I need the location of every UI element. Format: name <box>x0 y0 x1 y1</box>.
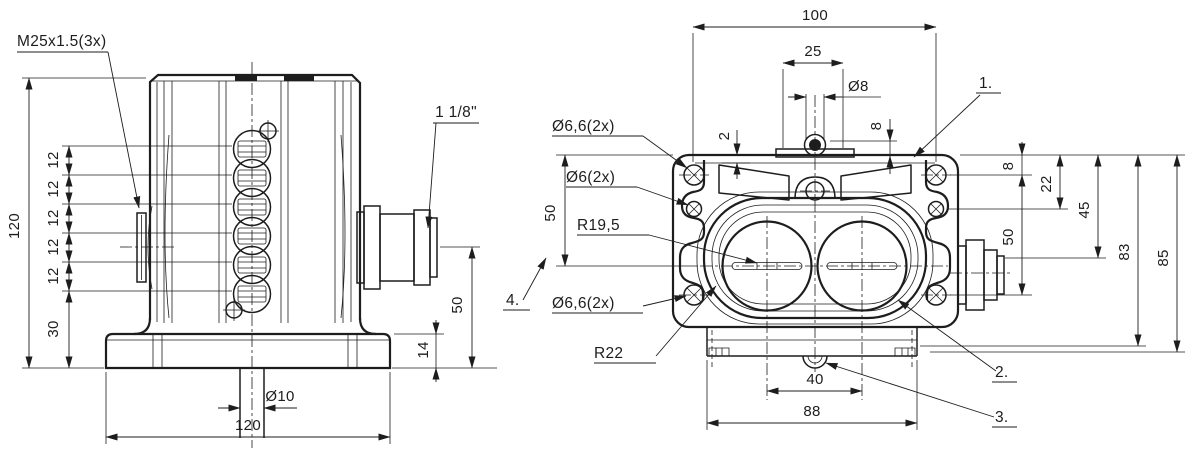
dim-slot-pitch-40: 40 <box>766 371 863 395</box>
shaft-lines <box>240 368 264 438</box>
housing-outline <box>673 155 958 327</box>
eccentric-weight <box>234 189 271 226</box>
dim-text-88: 88 <box>803 403 820 420</box>
dim-text-40: 40 <box>806 371 823 388</box>
dim-stack-right: 8 50 22 45 83 85 <box>920 142 1185 353</box>
top-wings <box>719 165 911 200</box>
side-view: 120 12 12 12 12 12 30 Ø10 <box>6 33 497 448</box>
side-connector <box>958 240 1004 310</box>
top-stud <box>776 94 854 157</box>
note1-text: 1. <box>979 75 993 92</box>
label-side-hole: Ø6(2x) <box>566 169 689 205</box>
dim-stud-pitch-25: 25 <box>782 43 844 148</box>
note4-text: 4. <box>506 292 520 309</box>
top-gasket-mark <box>235 75 257 81</box>
note-flag-3: 3. <box>825 363 1017 427</box>
note-flag-4: 4. <box>503 257 546 310</box>
label-corner-hole-bottom: Ø6,6(2x) <box>552 295 687 313</box>
label-bore-radius: R19,5 <box>577 217 758 264</box>
note-flag-2: 2. <box>897 300 1017 382</box>
screw-mark <box>257 120 279 142</box>
dim-text-85: 85 <box>1155 249 1172 266</box>
label-thread: M25x1.5(3x) <box>17 33 141 209</box>
pipe-connector <box>357 206 437 289</box>
dim-axis-height: 50 <box>440 246 480 369</box>
corner-mounting-holes <box>679 165 951 305</box>
dim-height-left-50: 50 <box>542 154 698 267</box>
dim-text-22: 22 <box>1038 175 1055 192</box>
dim-cover-step-2: 2 <box>716 130 750 179</box>
dim-text-83: 83 <box>1116 243 1133 260</box>
dim-text-12: 12 <box>45 238 62 255</box>
top-gasket-mark <box>284 75 314 81</box>
note3-text: 3. <box>995 409 1009 426</box>
side-hole-text: Ø6(2x) <box>566 169 615 186</box>
bottom-tab <box>895 348 915 356</box>
dim-text-2: 2 <box>716 132 733 141</box>
mounting-hole <box>679 285 709 305</box>
center-boss-arch <box>795 177 835 199</box>
dim-shaft-diameter: Ø10 <box>218 388 297 412</box>
dim-text-50-left: 50 <box>542 204 559 221</box>
dim-text-12: 12 <box>45 267 62 284</box>
corner-hole-top-text: Ø6,6(2x) <box>552 118 615 135</box>
cover-outline-r22 <box>704 198 926 318</box>
dim-text-45: 45 <box>1076 201 1093 218</box>
small-hole <box>687 202 702 217</box>
dim-text-50-right: 50 <box>1000 228 1017 245</box>
label-cover-radius: R22 <box>594 285 716 363</box>
eccentric-weight <box>234 160 271 197</box>
dim-weight-pitch-chain: 12 12 12 12 12 30 <box>45 145 232 369</box>
corner-hole-bottom-text: Ø6,6(2x) <box>552 295 615 312</box>
dim-text-12: 12 <box>45 209 62 226</box>
bottom-tab <box>709 348 729 356</box>
note2-text: 2. <box>995 364 1009 381</box>
dim-text-12: 12 <box>45 180 62 197</box>
dim-foot-height: 14 <box>394 320 444 382</box>
cable-gland-face <box>120 206 176 289</box>
dim-text-stud-dia: Ø8 <box>848 78 869 95</box>
cover-radius-text: R22 <box>594 345 623 362</box>
motor-body <box>150 75 360 323</box>
eccentric-weight <box>234 247 271 284</box>
dim-text-8-stud: 8 <box>868 122 885 131</box>
bottom-section <box>707 327 917 368</box>
mounting-foot <box>106 318 390 368</box>
dim-stud-height-8: 8 <box>830 119 897 174</box>
eccentric-weight <box>234 276 271 313</box>
cover-channel-left <box>680 160 704 300</box>
top-view: 100 25 Ø8 2 8 <box>503 7 1185 430</box>
dim-stud-dia: Ø8 <box>788 78 881 101</box>
bottom-gland-bump <box>803 356 827 368</box>
dim-text-120-width: 120 <box>235 417 261 434</box>
note-flag-1: 1. <box>913 75 1001 158</box>
dim-text-12: 12 <box>45 151 62 168</box>
dim-text-14: 14 <box>415 341 432 358</box>
thread-label-text: M25x1.5(3x) <box>17 33 106 50</box>
dim-text-25: 25 <box>804 43 821 60</box>
dim-base-width: 120 <box>105 372 391 444</box>
screw-mark <box>223 299 245 321</box>
cover-channel-right <box>926 160 950 300</box>
eccentric-weight <box>234 131 271 168</box>
label-pipe-size: 1 1/8" <box>425 104 479 229</box>
dim-text-8-right: 8 <box>1000 162 1017 171</box>
dim-text-shaft-dia: Ø10 <box>265 388 294 405</box>
pipe-label-text: 1 1/8" <box>435 104 477 121</box>
eccentric-weight-stack <box>223 120 279 321</box>
dim-text-30: 30 <box>45 320 62 337</box>
dim-text-50: 50 <box>449 296 466 313</box>
dim-overall-height: 120 <box>6 77 146 369</box>
eccentric-weight <box>234 218 271 255</box>
mounting-hole <box>921 285 951 305</box>
small-hole <box>929 202 944 217</box>
label-corner-hole-top: Ø6,6(2x) <box>552 118 688 168</box>
dim-text-100: 100 <box>802 7 828 24</box>
dim-body-width-88: 88 <box>706 360 918 430</box>
bore-radius-text: R19,5 <box>577 217 620 234</box>
dim-hole-pitch-100: 100 <box>692 7 937 162</box>
dim-text-120-height: 120 <box>6 213 23 239</box>
